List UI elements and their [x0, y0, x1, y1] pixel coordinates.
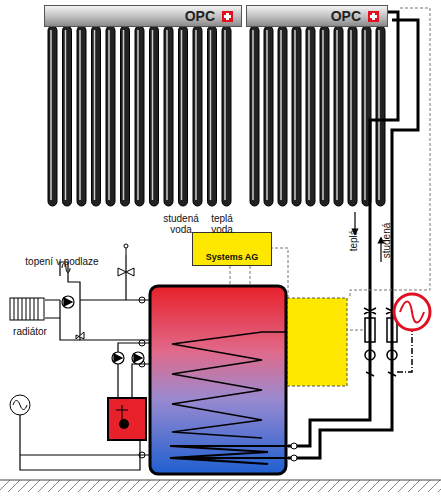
expansion-wave — [400, 302, 424, 323]
brand-name: OPC — [185, 8, 215, 24]
radiator — [10, 298, 44, 320]
tube-highlight — [108, 30, 110, 200]
vacuum-tube — [334, 26, 343, 206]
tube-highlight — [210, 30, 212, 200]
vacuum-tube — [92, 26, 101, 206]
expansion-vessel — [394, 294, 430, 330]
vacuum-tube — [278, 26, 287, 206]
text-label: teplá voda — [202, 213, 242, 235]
controller-label: Systems AG — [206, 252, 259, 262]
vacuum-tube — [106, 26, 115, 206]
tube-highlight — [166, 30, 168, 200]
swiss-flag — [222, 11, 233, 22]
pump-station — [287, 298, 347, 386]
mixer-wave — [13, 401, 27, 410]
tube-highlight — [252, 30, 254, 200]
vacuum-tube — [164, 26, 173, 206]
expansion-line — [397, 330, 412, 372]
vacuum-tube — [193, 26, 202, 206]
pipe-label: studená — [381, 223, 392, 259]
tube-highlight — [181, 30, 183, 200]
solar-coil — [170, 446, 288, 464]
tube-highlight — [152, 30, 154, 200]
sensor-wires — [150, 8, 430, 470]
tube-highlight — [266, 30, 268, 200]
solar-collector: OPC — [44, 5, 242, 27]
vacuum-tubes — [48, 26, 385, 206]
tube-highlight — [308, 30, 310, 200]
tube-highlight — [322, 30, 324, 200]
vacuum-tube — [376, 26, 385, 206]
vacuum-tube — [63, 26, 72, 206]
vacuum-tube — [208, 26, 217, 206]
solar-collector: OPC — [246, 5, 388, 27]
text-label: studená voda — [160, 213, 202, 235]
burner — [116, 405, 128, 420]
station-pipe — [369, 300, 372, 385]
dhw-coil — [172, 332, 286, 438]
tube-highlight — [350, 30, 352, 200]
vacuum-tube — [306, 26, 315, 206]
solar-pipes — [288, 12, 418, 458]
tube-highlight — [364, 30, 366, 200]
vacuum-tube — [348, 26, 357, 206]
tube-highlight — [65, 30, 67, 200]
vacuum-tube — [222, 26, 231, 206]
tube-highlight — [378, 30, 380, 200]
tank-ports — [139, 297, 297, 461]
vacuum-tube — [135, 26, 144, 206]
vacuum-tube — [77, 26, 86, 206]
pumps — [62, 296, 144, 364]
tube-highlight — [294, 30, 296, 200]
tube-highlight — [50, 30, 52, 200]
tube-highlight — [224, 30, 226, 200]
tube-highlight — [94, 30, 96, 200]
flag-cross — [224, 15, 231, 18]
vacuum-tube — [292, 26, 301, 206]
vacuum-tube — [264, 26, 273, 206]
flame-symbol — [119, 419, 129, 429]
ground-line — [0, 480, 441, 481]
tube-highlight — [79, 30, 81, 200]
vacuum-tube — [150, 26, 159, 206]
tube-highlight — [123, 30, 125, 200]
text-label: radiátor — [4, 326, 56, 337]
tube-highlight — [280, 30, 282, 200]
vacuum-tube — [48, 26, 57, 206]
tube-highlight — [195, 30, 197, 200]
mixer-symbol — [10, 395, 30, 415]
tube-highlight — [137, 30, 139, 200]
vacuum-tube — [121, 26, 130, 206]
ground-hatch — [0, 480, 441, 492]
brand-name: OPC — [331, 8, 361, 24]
pipe-label: teplá — [348, 230, 359, 252]
controller-box: Systems AG — [192, 232, 272, 266]
heating-pipes — [20, 255, 150, 470]
vacuum-tube — [320, 26, 329, 206]
vacuum-tube — [179, 26, 188, 206]
flow-arrow — [354, 212, 355, 232]
text-label: topení v podlaze — [14, 256, 110, 267]
boiler — [108, 398, 146, 440]
tube-highlight — [336, 30, 338, 200]
vacuum-tube — [250, 26, 259, 206]
swiss-flag — [368, 11, 379, 22]
flag-cross — [370, 15, 377, 18]
